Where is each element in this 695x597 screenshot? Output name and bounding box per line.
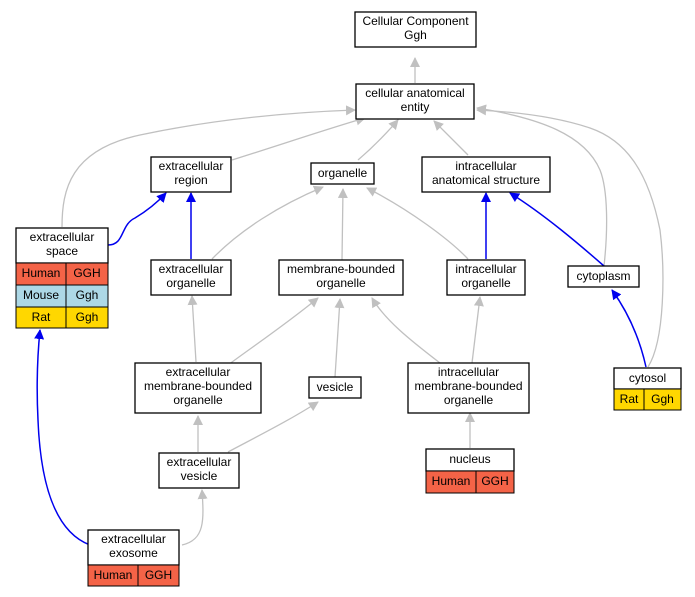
node-extracellular-membrane-bounded-organelle[interactable] — [134, 362, 262, 414]
edge-ecs-ecr — [107, 192, 167, 246]
edge-icmbo-mbo — [371, 297, 441, 364]
annotation-table-nucleus: Human GGH — [425, 470, 515, 494]
label-ecmbo-3: organelle — [173, 393, 223, 407]
species-label-mouse: Mouse — [23, 288, 59, 302]
edge-ecmbo-mbo — [227, 297, 319, 366]
edge-org-cae — [357, 119, 399, 161]
label-eco-1: extracellular — [159, 262, 224, 276]
edge-ecs-cae — [61, 105, 356, 228]
edge-cyt-cae — [476, 104, 608, 267]
edge-ecr-cae — [231, 115, 366, 161]
node-extracellular-vesicle[interactable] — [158, 452, 240, 489]
gene-cell-human — [137, 564, 180, 587]
edge-mbo-org — [337, 188, 348, 261]
species-label-human: Human — [432, 474, 471, 488]
species-label-rat: Rat — [32, 310, 51, 324]
node-extracellular-region[interactable] — [150, 156, 232, 193]
edge-eco-org — [211, 185, 324, 260]
gene-cell-rat — [643, 388, 682, 411]
annotation-table-extracellular-space: Human GGH Mouse Ggh Rat Ggh — [15, 262, 109, 329]
label-ecs-2: space — [46, 244, 78, 258]
label-ecv-2: vesicle — [181, 469, 218, 483]
label-ecr-2: region — [174, 173, 207, 187]
gene-label-mouse: Ggh — [76, 288, 99, 302]
edge-ecv-ves — [227, 401, 319, 453]
label-root-1: Cellular Component — [362, 14, 469, 28]
annotation-table-extracellular-exosome: Human GGH — [87, 564, 180, 587]
gene-label-rat: Ggh — [651, 392, 674, 406]
edge-ias-cae — [433, 120, 469, 156]
node-intracellular-anatomical-structure[interactable] — [421, 156, 551, 193]
gene-cell-human — [475, 470, 515, 494]
label-root-2: Ggh — [404, 28, 427, 42]
species-label-rat: Rat — [620, 392, 639, 406]
node-membrane-bounded-organelle[interactable] — [278, 259, 404, 296]
is-a-edges — [61, 57, 664, 546]
term-nodes — [15, 11, 682, 566]
node-vesicle[interactable] — [308, 376, 362, 399]
edge-ecmbo-eco — [187, 295, 198, 363]
label-ecr-1: extracellular — [159, 159, 224, 173]
edge-ico-org — [366, 187, 469, 260]
edge-exo-ecv — [181, 489, 208, 546]
label-icmbo-2: membrane-bounded — [414, 379, 522, 393]
label-ias-1: intracellular — [455, 159, 516, 173]
term-labels: Cellular Component Ggh cellular anatomic… — [30, 14, 667, 560]
label-icmbo-1: intracellular — [438, 365, 499, 379]
edge-cyt-ias — [509, 192, 605, 267]
label-org-1: organelle — [318, 166, 368, 180]
label-nuc-1: nucleus — [449, 452, 490, 466]
label-eco-2: organelle — [166, 276, 216, 290]
annotation-table-cytosol: Rat Ggh — [613, 388, 682, 411]
node-extracellular-exosome[interactable] — [87, 529, 180, 566]
annotation-path-edges — [34, 192, 647, 546]
label-exo-2: exosome — [109, 546, 158, 560]
gene-cell-rat — [65, 306, 109, 329]
species-label-human: Human — [22, 266, 61, 280]
label-ico-2: organelle — [461, 276, 511, 290]
label-ecs-1: extracellular — [30, 230, 95, 244]
label-ves-1: vesicle — [317, 380, 354, 394]
node-intracellular-organelle[interactable] — [446, 259, 526, 296]
edge-cyto-cyt — [611, 289, 647, 368]
node-cytoplasm[interactable] — [567, 265, 640, 288]
edge-icmbo-ico — [471, 296, 484, 364]
label-cyt-1: cytoplasm — [576, 269, 630, 283]
label-cyto-1: cytosol — [629, 371, 666, 385]
label-exo-1: extracellular — [101, 532, 166, 546]
node-intracellular-membrane-bounded-organelle[interactable] — [407, 362, 530, 414]
gene-label-rat: Ggh — [76, 310, 99, 324]
label-ecmbo-2: membrane-bounded — [144, 379, 252, 393]
node-cellular-anatomical-entity[interactable] — [355, 83, 475, 120]
gene-label-human: GGH — [73, 266, 100, 280]
label-ico-1: intracellular — [455, 262, 516, 276]
edge-ves-mbo — [334, 298, 345, 378]
label-cae-1: cellular anatomical — [365, 86, 464, 100]
node-organelle[interactable] — [310, 162, 375, 185]
label-ias-2: anatomical structure — [432, 173, 540, 187]
label-cae-2: entity — [401, 100, 430, 114]
species-label-human: Human — [94, 568, 133, 582]
label-icmbo-3: organelle — [444, 393, 494, 407]
label-ecmbo-1: extracellular — [166, 365, 231, 379]
label-mbo-2: organelle — [316, 276, 366, 290]
label-mbo-1: membrane-bounded — [287, 262, 395, 276]
label-ecv-1: extracellular — [167, 455, 232, 469]
node-root[interactable] — [354, 11, 477, 48]
gene-label-human: GGH — [481, 474, 508, 488]
node-extracellular-organelle[interactable] — [150, 259, 232, 296]
edge-exo-ecs — [34, 329, 91, 546]
edge-cyto-cae — [476, 105, 664, 368]
gene-label-human: GGH — [145, 568, 172, 582]
